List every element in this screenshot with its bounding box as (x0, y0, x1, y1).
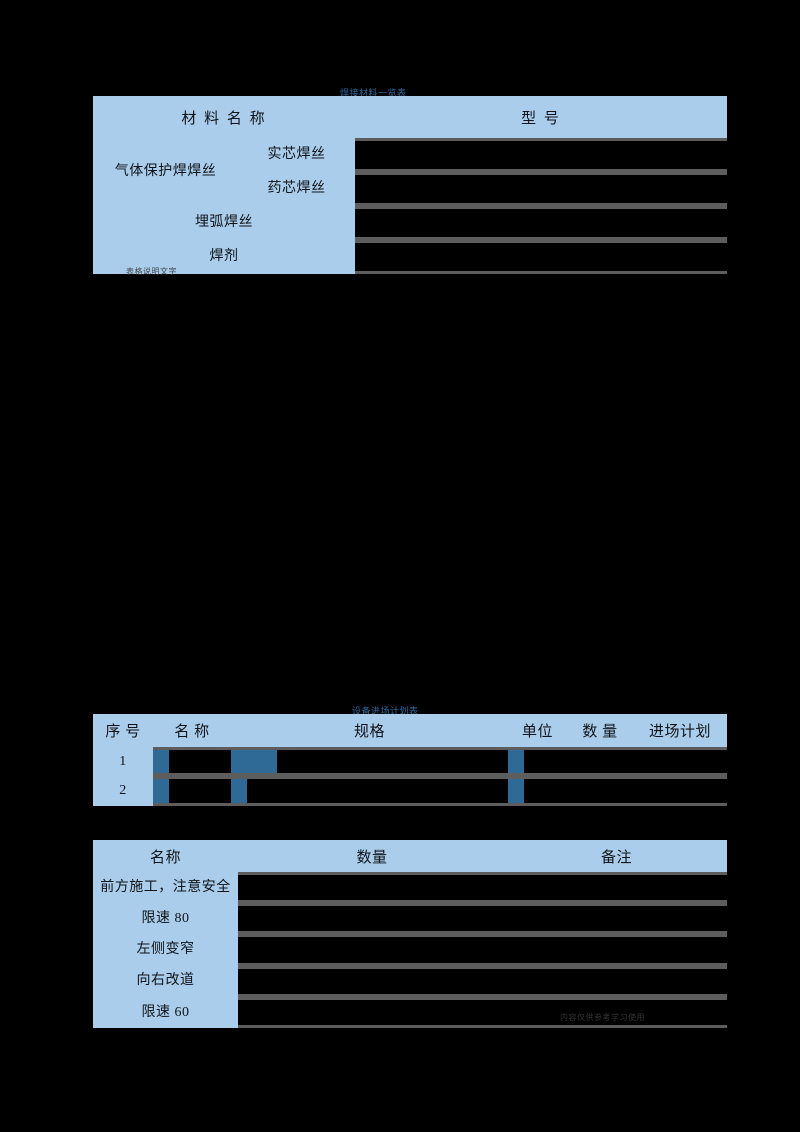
cell-quantity[interactable] (567, 746, 633, 777)
redaction-block (238, 996, 506, 1028)
table-equipment-plan-caption: 设备进场计划表 (352, 706, 419, 716)
column-header-spec: 规格 (231, 714, 508, 747)
redaction-block (153, 746, 231, 777)
redaction-block (231, 746, 508, 777)
cell-quantity[interactable] (567, 776, 633, 806)
redaction-block (508, 746, 567, 777)
redaction-block (355, 240, 727, 274)
cell-sign-quantity[interactable] (238, 872, 506, 904)
cell-sign-remark[interactable] (506, 903, 727, 935)
page-watermark: 内容仅供参考学习使用 (560, 1013, 645, 1022)
cell-sign-name: 限速 80 (93, 903, 238, 935)
redaction-block (231, 776, 508, 806)
table-row-header: 材 料 名 称 型 号 (93, 96, 727, 138)
cell-sign-name: 左侧变窄 (93, 934, 238, 966)
redaction-block (567, 776, 633, 806)
cell-name[interactable] (153, 776, 231, 806)
cell-index: 2 (93, 776, 153, 806)
table-welding-materials-caption: 焊接材料一览表 (340, 88, 407, 98)
redaction-block (238, 965, 506, 997)
cell-name[interactable] (153, 746, 231, 777)
redaction-block (506, 965, 727, 997)
redaction-block (508, 776, 567, 806)
cell-sign-quantity[interactable] (238, 903, 506, 935)
cell-entry-plan[interactable] (633, 776, 727, 806)
table-row-header: 名称 数量 备注 (93, 840, 727, 873)
cell-unit[interactable] (508, 776, 567, 806)
table-equipment-plan: 序 号 名 称 规格 单位 数 量 进场计划 1 (93, 714, 727, 806)
table-welding-materials-footer-note: 表格说明文字 (126, 267, 177, 276)
cell-sign-remark[interactable] (506, 996, 727, 1028)
cell-unit[interactable] (508, 746, 567, 777)
table-row: 药芯焊丝 (93, 172, 727, 206)
cell-index: 1 (93, 746, 153, 777)
table-row: 前方施工，注意安全 (93, 872, 727, 904)
table-row: 限速 60 (93, 996, 727, 1028)
cell-sign-quantity[interactable] (238, 934, 506, 966)
cell-model-flux-cored-wire[interactable] (355, 172, 727, 206)
cell-spec[interactable] (231, 746, 508, 777)
cell-sub-solid-wire: 实芯焊丝 (238, 138, 355, 172)
redaction-block (506, 996, 727, 1028)
redaction-block (506, 903, 727, 935)
table-traffic-signs: 名称 数量 备注 前方施工，注意安全 限速 80 左侧变窄 (93, 840, 727, 1028)
cell-sign-quantity[interactable] (238, 996, 506, 1028)
cell-group-gas-shielded-wire: 气体保护焊焊丝 (93, 138, 238, 206)
redaction-block (238, 872, 506, 904)
redaction-block (238, 903, 506, 935)
column-header-remark: 备注 (506, 840, 727, 873)
table-row: 限速 80 (93, 903, 727, 935)
table-row: 左侧变窄 (93, 934, 727, 966)
column-header-model: 型 号 (355, 96, 727, 138)
redaction-block (633, 746, 727, 777)
cell-sign-quantity[interactable] (238, 965, 506, 997)
cell-model-flux[interactable] (355, 240, 727, 274)
cell-sign-name: 前方施工，注意安全 (93, 872, 238, 904)
column-header-index: 序 号 (93, 714, 153, 747)
table-row: 向右改道 (93, 965, 727, 997)
redaction-block (506, 934, 727, 966)
redaction-block (506, 872, 727, 904)
table-row: 2 (93, 776, 727, 806)
cell-sign-remark[interactable] (506, 934, 727, 966)
redaction-block (567, 746, 633, 777)
table-row: 埋弧焊丝 (93, 206, 727, 240)
redaction-block (355, 206, 727, 240)
column-header-quantity: 数 量 (567, 714, 633, 747)
column-header-name: 名称 (93, 840, 238, 873)
cell-model-submerged-arc-wire[interactable] (355, 206, 727, 240)
cell-spec[interactable] (231, 776, 508, 806)
redaction-block (238, 934, 506, 966)
table-row-header: 序 号 名 称 规格 单位 数 量 进场计划 (93, 714, 727, 747)
table-row: 1 (93, 746, 727, 777)
column-header-quantity: 数量 (238, 840, 506, 873)
cell-group-submerged-arc-wire: 埋弧焊丝 (93, 206, 355, 240)
redaction-block (633, 776, 727, 806)
cell-sub-flux-cored-wire: 药芯焊丝 (238, 172, 355, 206)
cell-entry-plan[interactable] (633, 746, 727, 777)
column-header-material-name: 材 料 名 称 (93, 96, 355, 138)
column-header-name: 名 称 (153, 714, 231, 747)
table-row: 气体保护焊焊丝 实芯焊丝 (93, 138, 727, 206)
redaction-block (355, 172, 727, 206)
column-header-unit: 单位 (508, 714, 567, 747)
table-welding-materials: 材 料 名 称 型 号 气体保护焊焊丝 实芯焊丝 药芯焊丝 埋弧焊丝 焊剂 (93, 96, 727, 274)
redaction-block (153, 776, 231, 806)
cell-sign-remark[interactable] (506, 872, 727, 904)
cell-sign-name: 限速 60 (93, 996, 238, 1028)
column-header-entry-plan: 进场计划 (633, 714, 727, 747)
cell-group-flux: 焊剂 (93, 240, 355, 274)
cell-model-solid-wire[interactable] (355, 138, 727, 172)
redaction-block (355, 138, 727, 172)
table-row: 焊剂 (93, 240, 727, 274)
cell-sign-remark[interactable] (506, 965, 727, 997)
cell-sign-name: 向右改道 (93, 965, 238, 997)
